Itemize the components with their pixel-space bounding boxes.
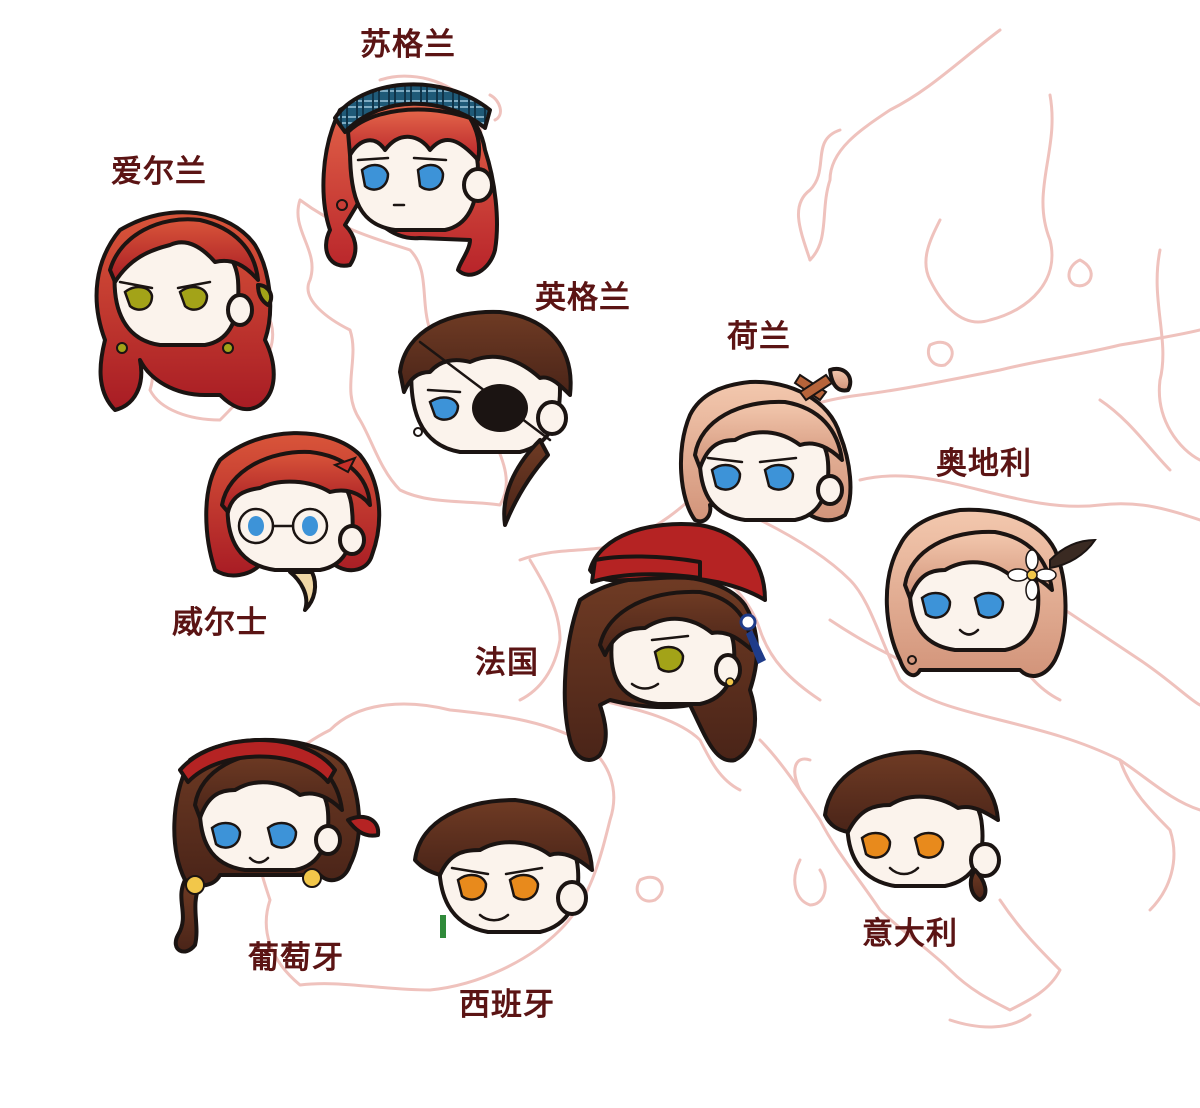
spain-character — [413, 798, 594, 938]
label-wales: 威尔士 — [172, 605, 268, 641]
label-italy: 意大利 — [862, 916, 958, 952]
label-ireland: 爱尔兰 — [111, 154, 207, 190]
wales-character — [204, 431, 382, 612]
england-character — [398, 309, 573, 527]
ireland-character — [94, 210, 276, 412]
label-england: 英格兰 — [535, 280, 631, 316]
scotland-character — [321, 82, 499, 277]
italy-character — [823, 750, 1001, 902]
france-character — [562, 522, 767, 763]
netherlands-character — [679, 366, 853, 524]
label-france: 法国 — [475, 645, 539, 681]
label-portugal: 葡萄牙 — [248, 940, 344, 976]
label-austria: 奥地利 — [936, 446, 1032, 482]
label-scotland: 苏格兰 — [360, 27, 456, 63]
portugal-character — [172, 737, 381, 954]
label-netherlands: 荷兰 — [727, 319, 791, 355]
label-spain: 西班牙 — [459, 987, 555, 1023]
austria-character — [884, 507, 1097, 678]
